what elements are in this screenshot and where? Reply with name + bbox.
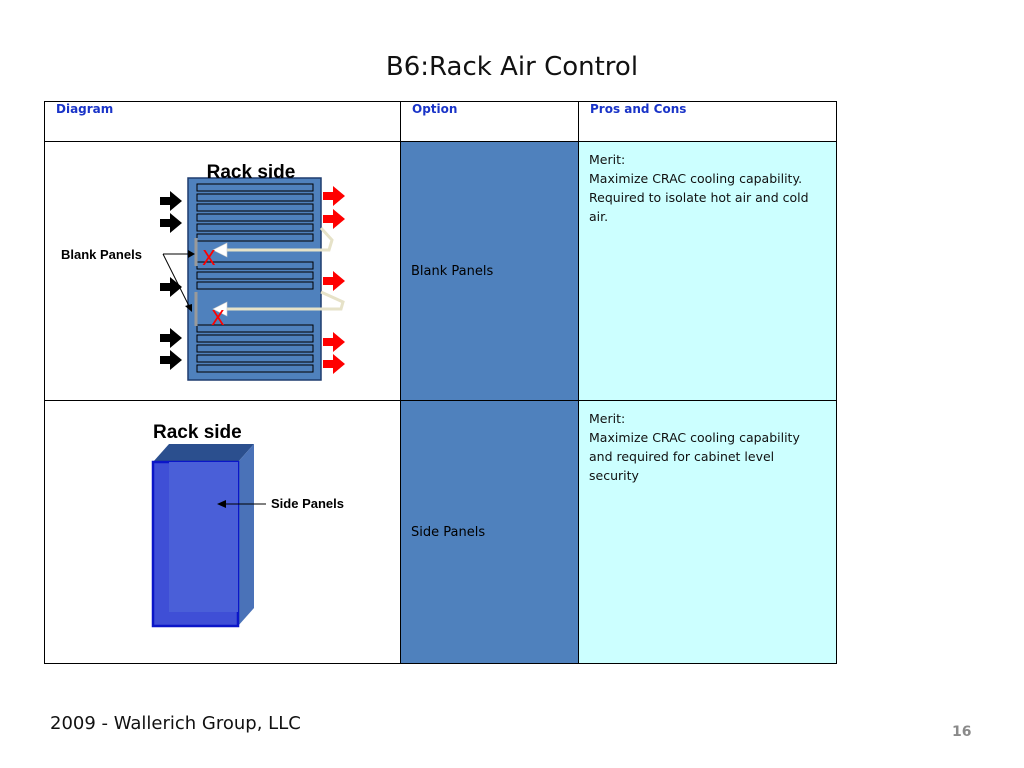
arrow-head-icon: [185, 304, 192, 312]
pros-line: security: [589, 468, 639, 483]
pros-cons-side-panels: Merit: Maximize CRAC cooling capability …: [578, 400, 837, 664]
rack-side-heading: Rack side: [207, 162, 296, 183]
table-row: Rack side Side Panels Side Panels Merit:…: [44, 400, 837, 664]
table-row: X X Rack side Blank Panels: [44, 141, 837, 401]
side-panel-face: [169, 462, 238, 612]
cold-air-arrows: [160, 191, 182, 370]
page-number: 16: [952, 724, 972, 740]
label-pointers: [162, 253, 191, 309]
pros-line: air.: [589, 209, 609, 224]
diagram-cell-blank-panels: X X Rack side Blank Panels: [44, 141, 401, 401]
pros-line: Maximize CRAC cooling capability: [589, 430, 800, 445]
blank-panels-diagram: X X Rack side Blank Panels: [61, 162, 345, 381]
arrow-head-icon: [212, 301, 228, 317]
arrow-head-icon: [217, 500, 226, 508]
slide-title: B6:Rack Air Control: [385, 52, 639, 82]
recirculation-arrows: [225, 226, 345, 311]
header-diagram: Diagram: [44, 101, 401, 142]
arrow-head-icon: [212, 242, 228, 258]
rack-slots: [196, 183, 314, 373]
rack-side-heading: Rack side: [153, 422, 242, 443]
footer-copyright: 2009 - Wallerich Group, LLC: [50, 713, 301, 734]
pros-line: and required for cabinet level: [589, 449, 775, 464]
side-panels-diagram: Rack side Side Panels: [151, 422, 344, 628]
hot-air-arrows: [323, 186, 345, 374]
blocked-mark: X: [202, 246, 216, 270]
rack-side: [238, 444, 254, 626]
option-side-panels: Side Panels: [400, 400, 579, 664]
side-panels-label: Side Panels: [271, 496, 344, 511]
pros-line: Merit:: [589, 152, 626, 167]
blocked-mark: X: [211, 306, 225, 330]
blank-panels-label: Blank Panels: [61, 247, 142, 262]
pros-cons-blank-panels: Merit: Maximize CRAC cooling capability.…: [578, 141, 837, 401]
empty-slot-lower: [195, 290, 315, 323]
rack-top: [153, 444, 254, 462]
option-blank-panels: Blank Panels: [400, 141, 579, 401]
arrow-head-icon: [188, 250, 195, 258]
diagram-cell-side-panels: Rack side Side Panels: [44, 400, 401, 664]
header-option: Option: [400, 101, 579, 142]
pros-line: Merit:: [589, 411, 626, 426]
pros-line: Maximize CRAC cooling capability.: [589, 171, 803, 186]
table-header-row: Diagram Option Pros and Cons: [44, 101, 837, 142]
pros-line: Required to isolate hot air and cold: [589, 190, 809, 205]
options-table: Diagram Option Pros and Cons: [44, 101, 837, 664]
header-pros-cons: Pros and Cons: [578, 101, 837, 142]
